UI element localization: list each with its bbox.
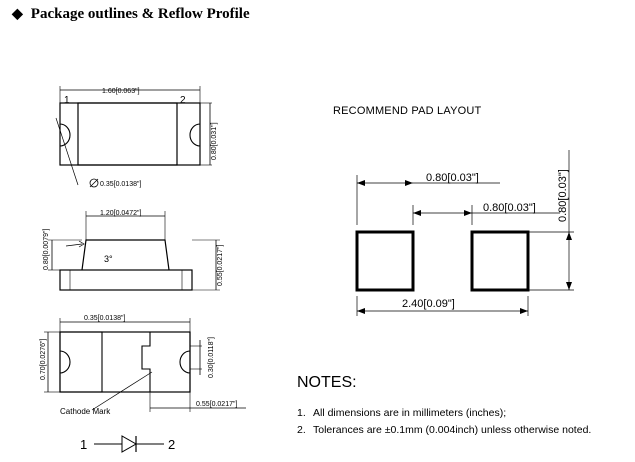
- bottom-pad-height-dim: 0.30[0.0118"]: [208, 337, 215, 378]
- note-text: All dimensions are in millimeters (inche…: [313, 407, 507, 419]
- diode-triangle-icon: [121, 435, 138, 453]
- top-notch-left: [59, 123, 71, 147]
- side-total-height-dim: 0.55[0.0217"]: [217, 245, 224, 286]
- bottom-notch-left: [59, 350, 71, 374]
- bottom-pad-left: [59, 331, 103, 393]
- pad-left: [355, 230, 415, 292]
- bottom-view: 0.35[0.0138"] 0.70[0.0276"] 0.30[0.0118"…: [40, 315, 246, 416]
- pad-height-dim: 0.80[0.03"]: [557, 169, 569, 222]
- pad-gap-dim: 0.80[0.03"]: [483, 202, 536, 214]
- top-width-dim: 1.60[0.063"]: [102, 88, 140, 95]
- pad-layout: 0.80[0.03"] 0.80[0.03"] 0.80[0.03"] 2.40…: [355, 150, 574, 316]
- side-angle-label: 3°: [104, 254, 113, 264]
- side-height-dim: 0.80[0.0079"]: [43, 229, 50, 270]
- side-width-dim: 1.20[0.0472"]: [100, 210, 141, 217]
- note-number: 2.: [297, 424, 306, 436]
- notes-heading: NOTES:: [297, 374, 357, 391]
- pad-right: [470, 230, 530, 292]
- diameter-icon: [89, 178, 99, 188]
- page-title-text: Package outlines & Reflow Profile: [30, 6, 250, 22]
- note-text: Tolerances are ±0.1mm (0.004inch) unless…: [313, 424, 592, 436]
- note-number: 1.: [297, 407, 306, 419]
- symbol-pin2-label: 2: [168, 437, 175, 452]
- side-lens-outline: [81, 239, 170, 271]
- page-title: ◆ Package outlines & Reflow Profile: [12, 6, 250, 23]
- top-view: 1.60[0.063"] 1 2 0.80[0.031"] 0.35[0.013…: [55, 86, 218, 188]
- bottom-pad-right: [141, 332, 191, 393]
- cathode-mark-label: Cathode Mark: [60, 407, 111, 416]
- pad-total-width-dim: 2.40[0.09"]: [402, 298, 455, 310]
- top-notch-right: [189, 123, 201, 147]
- bottom-body-outline: [59, 331, 191, 393]
- pad-layout-heading: RECOMMEND PAD LAYOUT: [333, 105, 482, 117]
- diode-symbol: 1 2: [80, 435, 175, 453]
- side-base-outline: [59, 269, 193, 291]
- bottom-height-dim: 0.70[0.0276"]: [40, 339, 47, 380]
- side-view: 1.20[0.0472"] 0.80[0.0079"] 3° 0.55[0.02…: [43, 210, 224, 291]
- diamond-bullet-icon: ◆: [12, 7, 23, 22]
- top-pin2-label: 2: [180, 95, 186, 106]
- bottom-width-dim: 0.35[0.0138"]: [84, 315, 125, 322]
- top-lens-outline: [77, 102, 178, 166]
- bottom-pad-width-dim: 0.55[0.0217"]: [196, 401, 237, 408]
- top-pin1-label: 1: [64, 95, 70, 106]
- top-body-outline: [59, 102, 201, 166]
- pad-width-dim: 0.80[0.03"]: [426, 172, 479, 184]
- note-item: 1. All dimensions are in millimeters (inc…: [297, 407, 506, 419]
- symbol-pin1-label: 1: [80, 437, 87, 452]
- top-height-dim: 0.80[0.031"]: [211, 122, 218, 160]
- bottom-notch-right: [179, 350, 191, 374]
- top-hole-dim: 0.35[0.0138"]: [100, 181, 141, 188]
- note-item: 2. Tolerances are ±0.1mm (0.004inch) unle…: [297, 424, 591, 436]
